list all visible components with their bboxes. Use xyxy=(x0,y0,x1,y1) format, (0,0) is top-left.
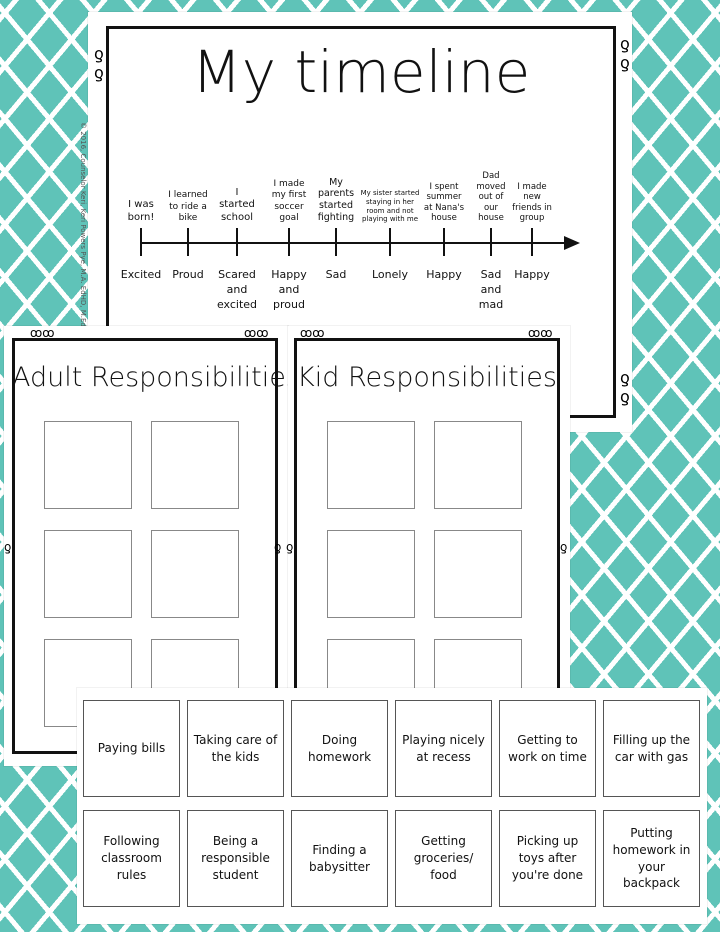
timeline-axis xyxy=(140,242,568,244)
adult-box[interactable] xyxy=(151,530,239,618)
responsibility-card[interactable]: Filling up the car with gas xyxy=(603,700,700,797)
responsibility-card[interactable]: Finding a babysitter xyxy=(291,810,388,907)
responsibility-card[interactable]: Following classroom rules xyxy=(83,810,180,907)
swirl-ornament-icon: ꝏꝏ xyxy=(244,326,269,340)
responsibility-card[interactable]: Being a responsible student xyxy=(187,810,284,907)
timeline-title: My timeline xyxy=(191,38,531,106)
swirl-ornament-icon: ƍ xyxy=(4,540,12,554)
swirl-ornament-icon: ꝏꝏ xyxy=(528,326,553,340)
timeline-feeling: Happy xyxy=(514,268,550,281)
timeline-feeling: Sad xyxy=(325,268,347,281)
timeline-feeling: Proud xyxy=(172,268,204,281)
swirl-ornament-icon: ꝏꝏ xyxy=(30,326,55,340)
timeline-feeling: Lonely xyxy=(372,268,408,281)
timeline-event: My parents started fighting xyxy=(317,176,355,224)
timeline-tick xyxy=(531,228,533,256)
timeline-tick xyxy=(288,228,290,256)
adult-box[interactable] xyxy=(44,530,132,618)
timeline-tick xyxy=(335,228,337,256)
responsibility-card[interactable]: Doing homework xyxy=(291,700,388,797)
adult-box[interactable] xyxy=(44,421,132,509)
timeline-feeling: Excited xyxy=(120,268,162,281)
timeline-event: Dad moved out of our house xyxy=(476,170,506,224)
timeline-feeling: Sad and mad xyxy=(478,268,504,311)
timeline-tick xyxy=(236,228,238,256)
timeline-event: I made my first soccer goal xyxy=(271,179,307,223)
timeline-event: I was born! xyxy=(127,199,155,223)
timeline-arrow-icon xyxy=(564,236,580,250)
kid-title: Kid Responsibilities xyxy=(297,362,557,393)
swirl-ornament-icon: ƍ xyxy=(286,540,294,554)
responsibility-card[interactable]: Taking care of the kids xyxy=(187,700,284,797)
swirl-ornament-icon: ƍ xyxy=(274,540,282,554)
kid-box[interactable] xyxy=(327,421,415,509)
timeline-event: I spent summer at Nana's house xyxy=(423,181,465,224)
kid-box[interactable] xyxy=(434,421,522,509)
card-sort-sheet xyxy=(77,688,707,924)
copyright-text: © 2016, Counselor Keri, Keri Powers Pye,… xyxy=(79,122,87,349)
timeline-tick xyxy=(140,228,142,256)
kid-box[interactable] xyxy=(434,530,522,618)
responsibility-card[interactable]: Putting homework in your backpack xyxy=(603,810,700,907)
timeline-tick xyxy=(389,228,391,256)
adult-box[interactable] xyxy=(151,421,239,509)
timeline-feeling: Scared and excited xyxy=(216,268,258,311)
adult-title: Adult Responsibilities xyxy=(12,362,300,393)
responsibility-card[interactable]: Picking up toys after you're done xyxy=(499,810,596,907)
timeline-event: I made new friends in group xyxy=(512,181,552,224)
timeline-event: I learned to ride a bike xyxy=(168,190,208,223)
timeline-tick xyxy=(490,228,492,256)
timeline-feeling: Happy xyxy=(426,268,462,281)
timeline-tick xyxy=(187,228,189,256)
responsibility-card[interactable]: Playing nicely at recess xyxy=(395,700,492,797)
responsibility-card[interactable]: Paying bills xyxy=(83,700,180,797)
swirl-ornament-icon: ꝏꝏ xyxy=(300,326,325,340)
timeline-tick xyxy=(443,228,445,256)
responsibility-card[interactable]: Getting groceries/ food xyxy=(395,810,492,907)
responsibility-card[interactable]: Getting to work on time xyxy=(499,700,596,797)
swirl-ornament-icon: ƍ xyxy=(560,540,568,554)
timeline-feeling: Happy and proud xyxy=(271,268,307,311)
kid-box[interactable] xyxy=(327,530,415,618)
timeline-event: I started school xyxy=(219,186,255,223)
timeline-event: My sister started staying in her room an… xyxy=(360,189,420,224)
